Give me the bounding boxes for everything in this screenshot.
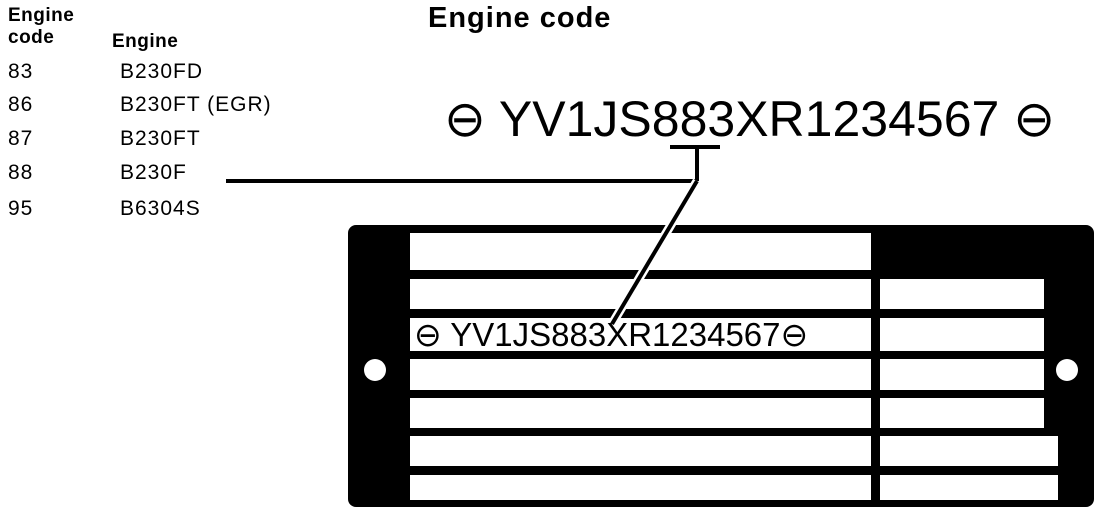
- plate-vin-prefix: YV1JS: [450, 316, 552, 353]
- plate-field: [410, 398, 871, 428]
- engine-code-header-line2: code: [8, 27, 55, 48]
- vin-engine-code: 88: [651, 91, 708, 147]
- plate-field: [880, 279, 1044, 309]
- row-code: 88: [8, 161, 34, 184]
- plate-field: [880, 398, 1044, 428]
- engine-code-header: Engine code: [8, 5, 74, 49]
- pointer-line-to-plate: [610, 179, 699, 326]
- vin-suffix: 3XR1234567: [707, 91, 1000, 147]
- vin-plate: ⊖ YV1JS883XR1234567⊖: [414, 315, 808, 354]
- vin-large: ⊖ YV1JS883XR1234567 ⊖: [444, 90, 1055, 148]
- plate-field: [410, 233, 871, 270]
- row-engine: B230FT: [120, 127, 201, 150]
- plate-field: [410, 359, 871, 390]
- row-code: 83: [8, 60, 34, 83]
- plate-vin-suffix: 3XR1234567: [587, 316, 781, 353]
- plate-field: [880, 475, 1058, 500]
- vin-symbol-icon: ⊖: [780, 316, 809, 353]
- row-engine: B6304S: [120, 197, 201, 220]
- engine-header: Engine: [112, 31, 179, 52]
- plate-field: [410, 436, 871, 466]
- row-code: 87: [8, 127, 34, 150]
- engine-code-header-line1: Engine: [8, 5, 75, 26]
- row-code: 95: [8, 197, 34, 220]
- row-engine: B230FT (EGR): [120, 93, 272, 116]
- plate-hole-right-icon: [1056, 359, 1078, 381]
- plate-vin-engine-code: 88: [551, 316, 588, 353]
- plate-field: [880, 318, 1044, 351]
- vin-symbol-icon: ⊖: [414, 316, 442, 353]
- vin-symbol-icon: ⊖: [444, 91, 486, 147]
- vin-prefix: YV1JS: [498, 91, 652, 147]
- plate-field: [880, 436, 1058, 466]
- vin-symbol-icon: ⊖: [1013, 91, 1056, 147]
- plate-field: [410, 475, 871, 500]
- plate-field: [880, 359, 1044, 390]
- diagram-title: Engine code: [428, 2, 612, 34]
- row-engine: B230F: [120, 161, 187, 184]
- plate-hole-left-icon: [364, 359, 386, 381]
- plate-field-vin: [410, 318, 871, 351]
- row-engine: B230FD: [120, 60, 204, 83]
- row-code: 86: [8, 93, 34, 116]
